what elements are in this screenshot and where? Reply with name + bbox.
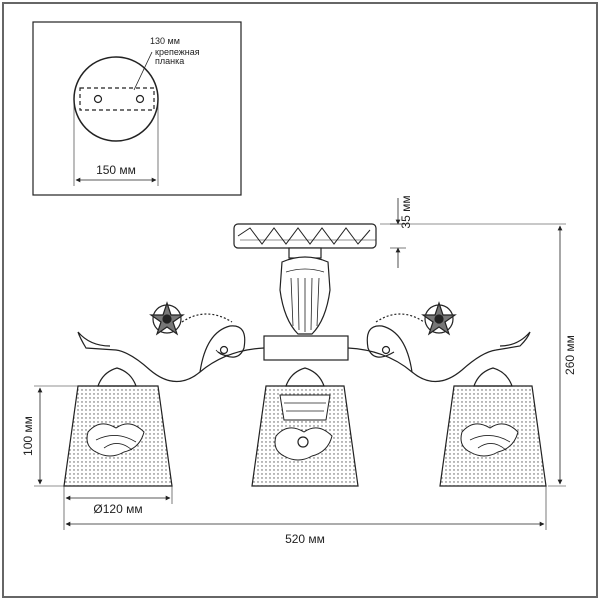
central-hub [263, 335, 349, 361]
right-flower-ornament [421, 301, 457, 336]
right-arm [347, 325, 531, 383]
canopy-height-label: 35 мм [399, 195, 413, 228]
canopy [233, 223, 377, 249]
total-width-label: 520 мм [285, 532, 325, 546]
mounting-bracket [79, 87, 155, 111]
screw-hole-right [135, 94, 145, 104]
inset-frame [32, 21, 242, 196]
left-flower-ornament [149, 301, 185, 336]
shade-height-label: 100 мм [21, 416, 35, 456]
center-shade-holder [285, 367, 325, 387]
center-shade [251, 385, 359, 487]
canopy-height-dimension: 35 мм [390, 195, 413, 268]
screw-hole-left [93, 94, 103, 104]
left-shade-holder [97, 367, 137, 387]
total-height-label: 260 мм [563, 335, 577, 375]
bracket-length-label: 130 мм [150, 36, 180, 46]
bracket-callout-line [133, 51, 153, 91]
chandelier [63, 223, 547, 487]
total-height-dimension: 260 мм [380, 223, 577, 487]
right-bead-chain [375, 313, 425, 323]
shade-diameter-dimension: Ø120 мм [63, 486, 173, 516]
right-shade [439, 385, 547, 487]
mount-diameter-label: 150 мм [96, 163, 136, 177]
total-width-dimension: 520 мм [63, 486, 547, 546]
left-arm [77, 325, 265, 383]
left-bead-chain [181, 313, 233, 323]
shade-diameter-label: Ø120 мм [93, 502, 142, 516]
right-shade-holder [473, 367, 513, 387]
central-urn [279, 247, 331, 335]
left-shade [63, 385, 173, 487]
mount-plate-inset: 130 мм крепежная планка 150 мм [32, 21, 242, 196]
bracket-label-line1: крепежная [155, 47, 200, 57]
shade-height-dimension: 100 мм [21, 385, 78, 487]
bracket-label-line2: планка [155, 56, 184, 66]
outer-frame [2, 2, 598, 598]
